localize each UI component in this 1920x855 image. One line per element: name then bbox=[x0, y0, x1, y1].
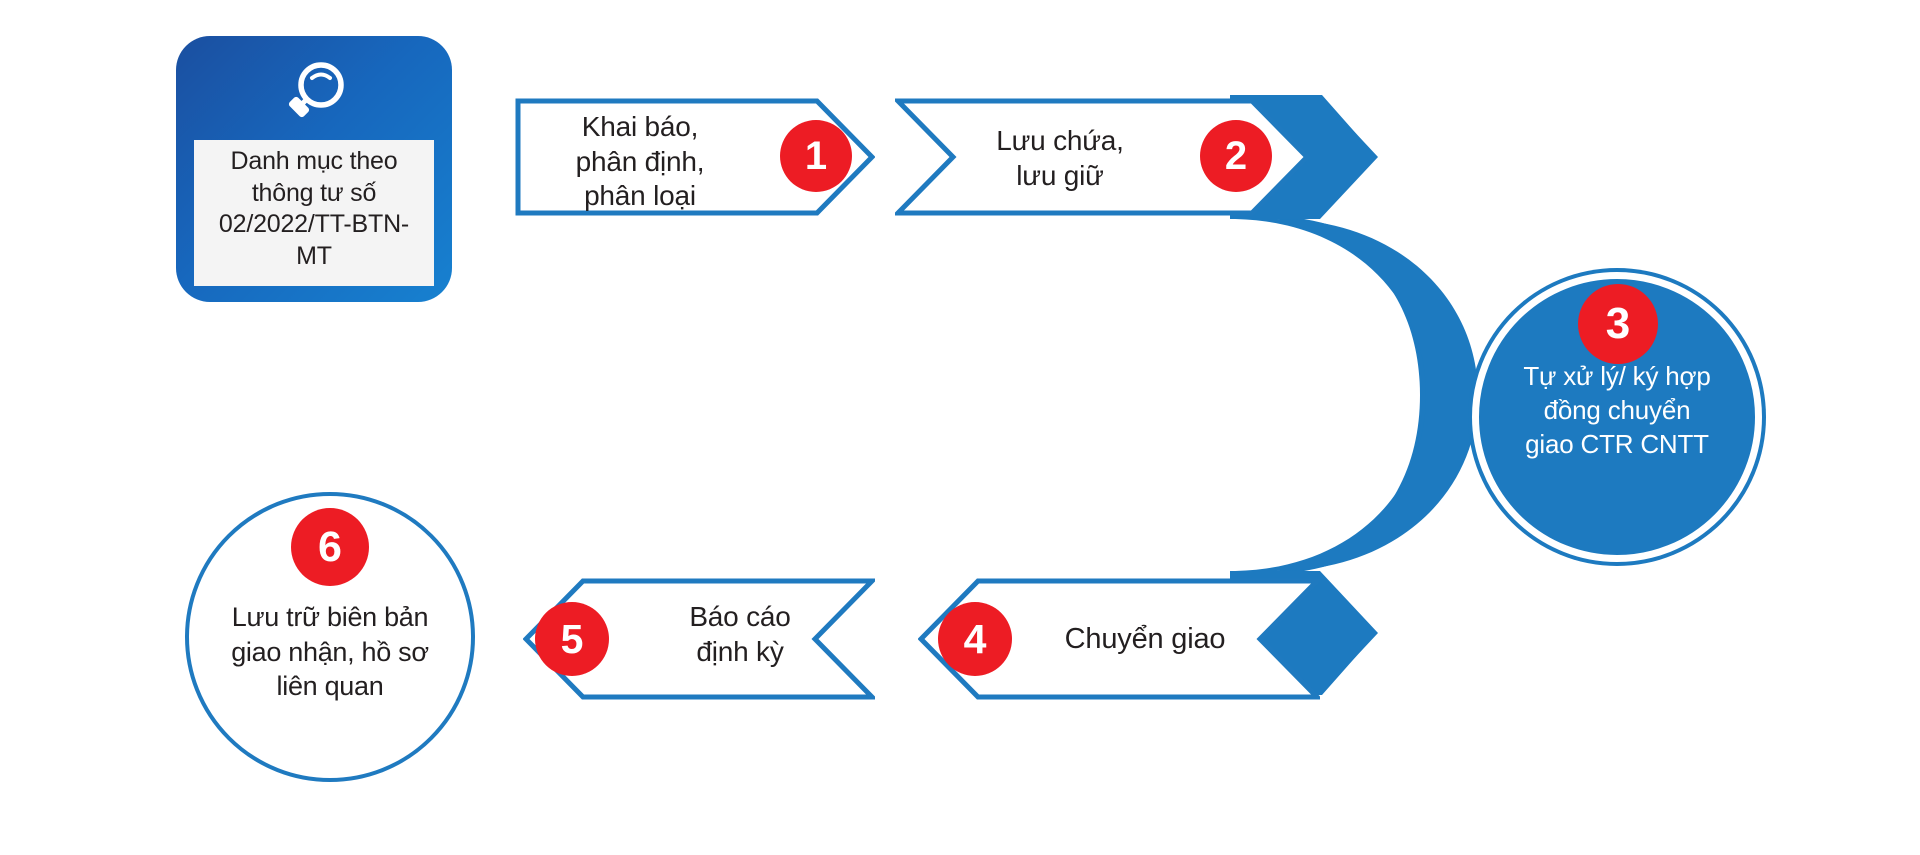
step-1-badge: 1 bbox=[780, 120, 852, 192]
step-4-badge: 4 bbox=[938, 602, 1012, 676]
step-5-label: Báo cáo định kỳ bbox=[689, 601, 791, 667]
step-1-label: Khai báo, phân định, phân loại bbox=[575, 111, 705, 212]
step-3-badge: 3 bbox=[1578, 284, 1658, 364]
step-5-badge: 5 bbox=[535, 602, 609, 676]
catalog-textbox: Danh mục theo thông tư số 02/2022/TT-BTN… bbox=[194, 140, 434, 286]
step-4-label: Chuyển giao bbox=[1064, 623, 1226, 655]
step-2-chevron[interactable] bbox=[895, 98, 1310, 216]
step-5-chevron[interactable] bbox=[523, 578, 875, 700]
magnifier-icon bbox=[176, 50, 452, 142]
step-1-chevron[interactable] bbox=[515, 98, 875, 216]
step-2-label: Lưu chứa, lưu giữ bbox=[996, 125, 1124, 191]
step-6-label: Lưu trữ biên bản giao nhận, hồ sơ liên q… bbox=[231, 602, 429, 702]
catalog-card: Danh mục theo thông tư số 02/2022/TT-BTN… bbox=[176, 36, 452, 302]
step-4-chevron[interactable] bbox=[918, 578, 1320, 700]
step-6-badge: 6 bbox=[291, 508, 369, 586]
catalog-text: Danh mục theo thông tư số 02/2022/TT-BTN… bbox=[218, 147, 410, 270]
step-2-badge: 2 bbox=[1200, 120, 1272, 192]
step-3-label: Tự xử lý/ ký hợp đồng chuyển giao CTR CN… bbox=[1523, 361, 1711, 459]
